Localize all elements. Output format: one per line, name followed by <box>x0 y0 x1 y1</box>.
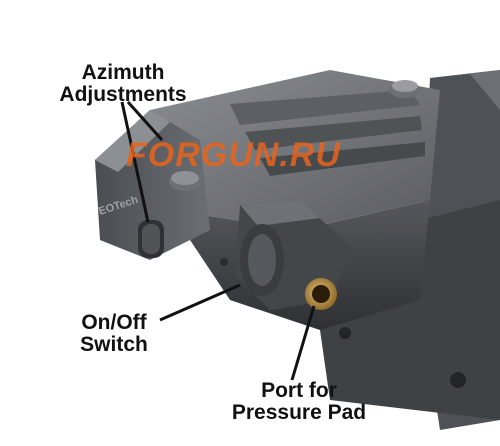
azimuth-label: Azimuth Adjustments <box>38 62 208 106</box>
housing-screw <box>339 327 351 339</box>
housing-screw <box>220 258 228 266</box>
azimuth-screw-side <box>138 220 164 258</box>
azimuth-label-line2: Adjustments <box>59 83 187 106</box>
azimuth-label-line1: Azimuth <box>81 61 165 84</box>
onoff-label-line2: Switch <box>80 333 148 356</box>
onoff-label-line1: On/Off <box>81 311 147 334</box>
port-label-line1: Port for <box>261 379 337 402</box>
onoff-label: On/Off Switch <box>60 312 168 356</box>
port-pointer <box>290 305 316 381</box>
watermark: FORGUN.RU <box>126 136 341 174</box>
azimuth-screw-top <box>169 171 201 191</box>
onoff-pointer <box>159 283 241 322</box>
azimuth-pointer <box>120 100 164 223</box>
port-label-line2: Pressure Pad <box>231 401 367 424</box>
housing-screw <box>450 372 466 388</box>
elevation-screw <box>389 80 421 98</box>
port-label: Port for Pressure Pad <box>214 380 384 424</box>
pressure-pad-port <box>305 278 337 310</box>
